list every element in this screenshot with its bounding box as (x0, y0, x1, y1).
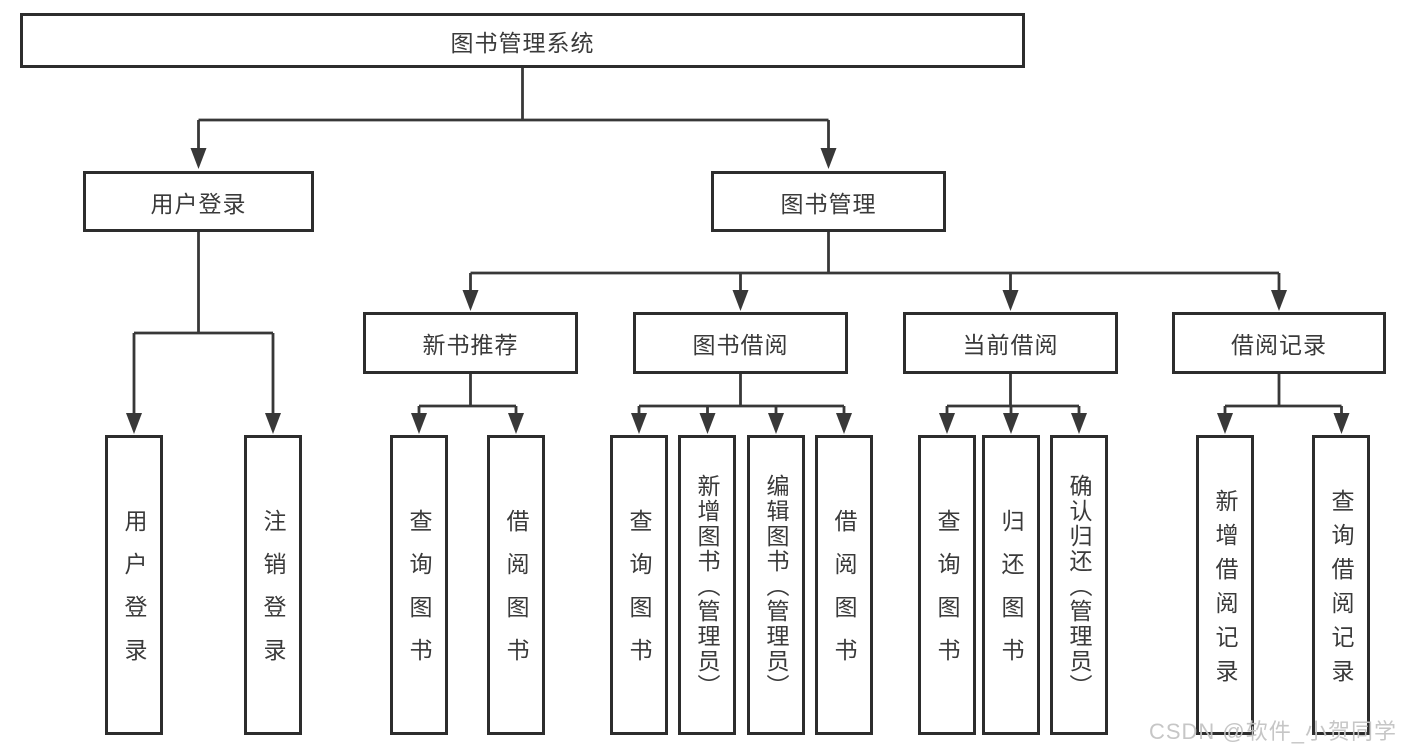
leaf-confirm-return-admin: 确认归还（管理员） (1050, 435, 1108, 735)
leaf-add-book-admin-label: 新增图书（管理员） (694, 473, 720, 699)
arrowheads (126, 148, 1350, 434)
leaf-add-borrow-record: 新增借阅记录 (1196, 435, 1254, 735)
node-root-label: 图书管理系统 (450, 29, 595, 56)
leaf-edit-book-admin-label: 编辑图书（管理员） (763, 473, 789, 699)
node-borrow-record-label: 借阅记录 (1231, 332, 1327, 358)
leaf-borrow-book-recommend-label: 借阅图书 (503, 509, 529, 681)
leaf-borrow-book-label: 借阅图书 (831, 509, 857, 681)
node-current-borrow-label: 当前借阅 (962, 332, 1059, 358)
leaf-query-book-borrow: 查询图书 (610, 435, 668, 735)
leaf-logout: 注销登录 (244, 435, 302, 735)
leaf-add-borrow-record-label: 新增借阅记录 (1212, 488, 1238, 693)
node-book-borrow: 图书借阅 (633, 312, 848, 374)
leaf-borrow-book-recommend: 借阅图书 (487, 435, 545, 735)
leaf-query-book-current: 查询图书 (918, 435, 976, 735)
leaf-query-borrow-record: 查询借阅记录 (1312, 435, 1370, 735)
leaf-logout-label: 注销登录 (260, 509, 286, 681)
node-borrow-record: 借阅记录 (1172, 312, 1386, 374)
leaf-return-book-label: 归还图书 (998, 509, 1024, 681)
leaf-user-login: 用户登录 (105, 435, 163, 735)
node-user-login-label: 用户登录 (150, 190, 247, 217)
node-user-login: 用户登录 (83, 171, 314, 232)
leaf-query-book-recommend: 查询图书 (390, 435, 448, 735)
leaf-query-book-current-label: 查询图书 (934, 509, 960, 681)
leaf-user-login-label: 用户登录 (121, 509, 147, 681)
node-book-management-label: 图书管理 (780, 190, 877, 217)
node-book-borrow-label: 图书借阅 (692, 332, 789, 358)
leaf-confirm-return-admin-label: 确认归还（管理员） (1066, 473, 1092, 699)
node-root-library-system: 图书管理系统 (20, 13, 1025, 68)
node-book-management: 图书管理 (711, 171, 946, 232)
leaf-add-book-admin: 新增图书（管理员） (678, 435, 736, 735)
leaf-query-book-recommend-label: 查询图书 (406, 509, 432, 681)
leaf-query-borrow-record-label: 查询借阅记录 (1328, 488, 1354, 693)
node-current-borrow: 当前借阅 (903, 312, 1118, 374)
leaf-borrow-book: 借阅图书 (815, 435, 873, 735)
leaf-edit-book-admin: 编辑图书（管理员） (747, 435, 805, 735)
leaf-query-book-borrow-label: 查询图书 (626, 509, 652, 681)
leaf-return-book: 归还图书 (982, 435, 1040, 735)
node-new-book-recommend: 新书推荐 (363, 312, 578, 374)
node-new-book-recommend-label: 新书推荐 (422, 332, 519, 358)
